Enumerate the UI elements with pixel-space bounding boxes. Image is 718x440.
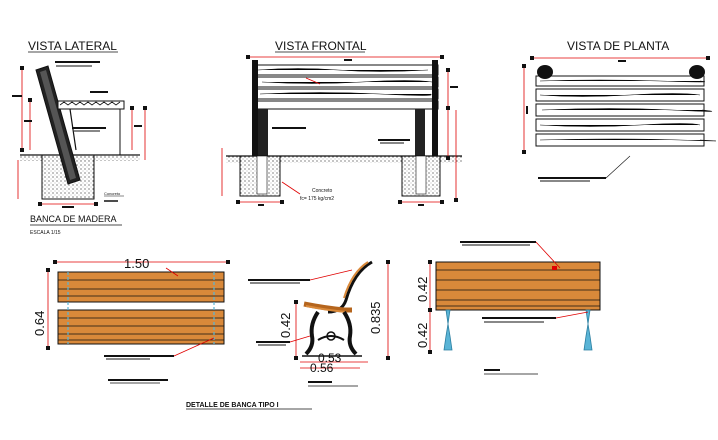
concrete-strength-label: fc= 175 kg/cm2	[300, 196, 334, 202]
title-vista-planta: VISTA DE PLANTA	[567, 39, 669, 53]
dim-width-side: 0.64	[32, 311, 47, 336]
vista-frontal-drawing: Concreto fc= 175 kg/cm2	[221, 55, 462, 206]
dim-depth-b: 0.56	[310, 361, 334, 375]
dim-depth-a: 0.53	[318, 351, 342, 365]
title-vista-frontal: VISTA FRONTAL	[275, 39, 367, 53]
vista-lateral-drawing: Concreto	[12, 61, 147, 208]
title-vista-lateral: VISTA LATERAL	[28, 39, 117, 53]
dim-front-upper: 0.42	[415, 277, 430, 302]
lateral-note: Concreto	[104, 191, 121, 196]
dim-front-lower: 0.42	[415, 323, 430, 348]
detail-side-drawing	[248, 260, 390, 387]
dim-total-height: 0.835	[368, 301, 383, 334]
detail-title: DETALLE DE BANCA TIPO I	[186, 402, 279, 409]
vista-planta-drawing	[522, 56, 717, 182]
detail-front-drawing	[46, 260, 230, 384]
concrete-label: Concreto	[312, 188, 333, 194]
detail-front-legs-drawing	[428, 241, 601, 375]
scale-label: ESCALA 1/15	[30, 230, 61, 236]
bench-name-label: BANCA DE MADERA	[30, 214, 117, 224]
dim-seat-height: 0.42	[278, 313, 293, 338]
dim-width-top: 1.50	[124, 256, 149, 271]
